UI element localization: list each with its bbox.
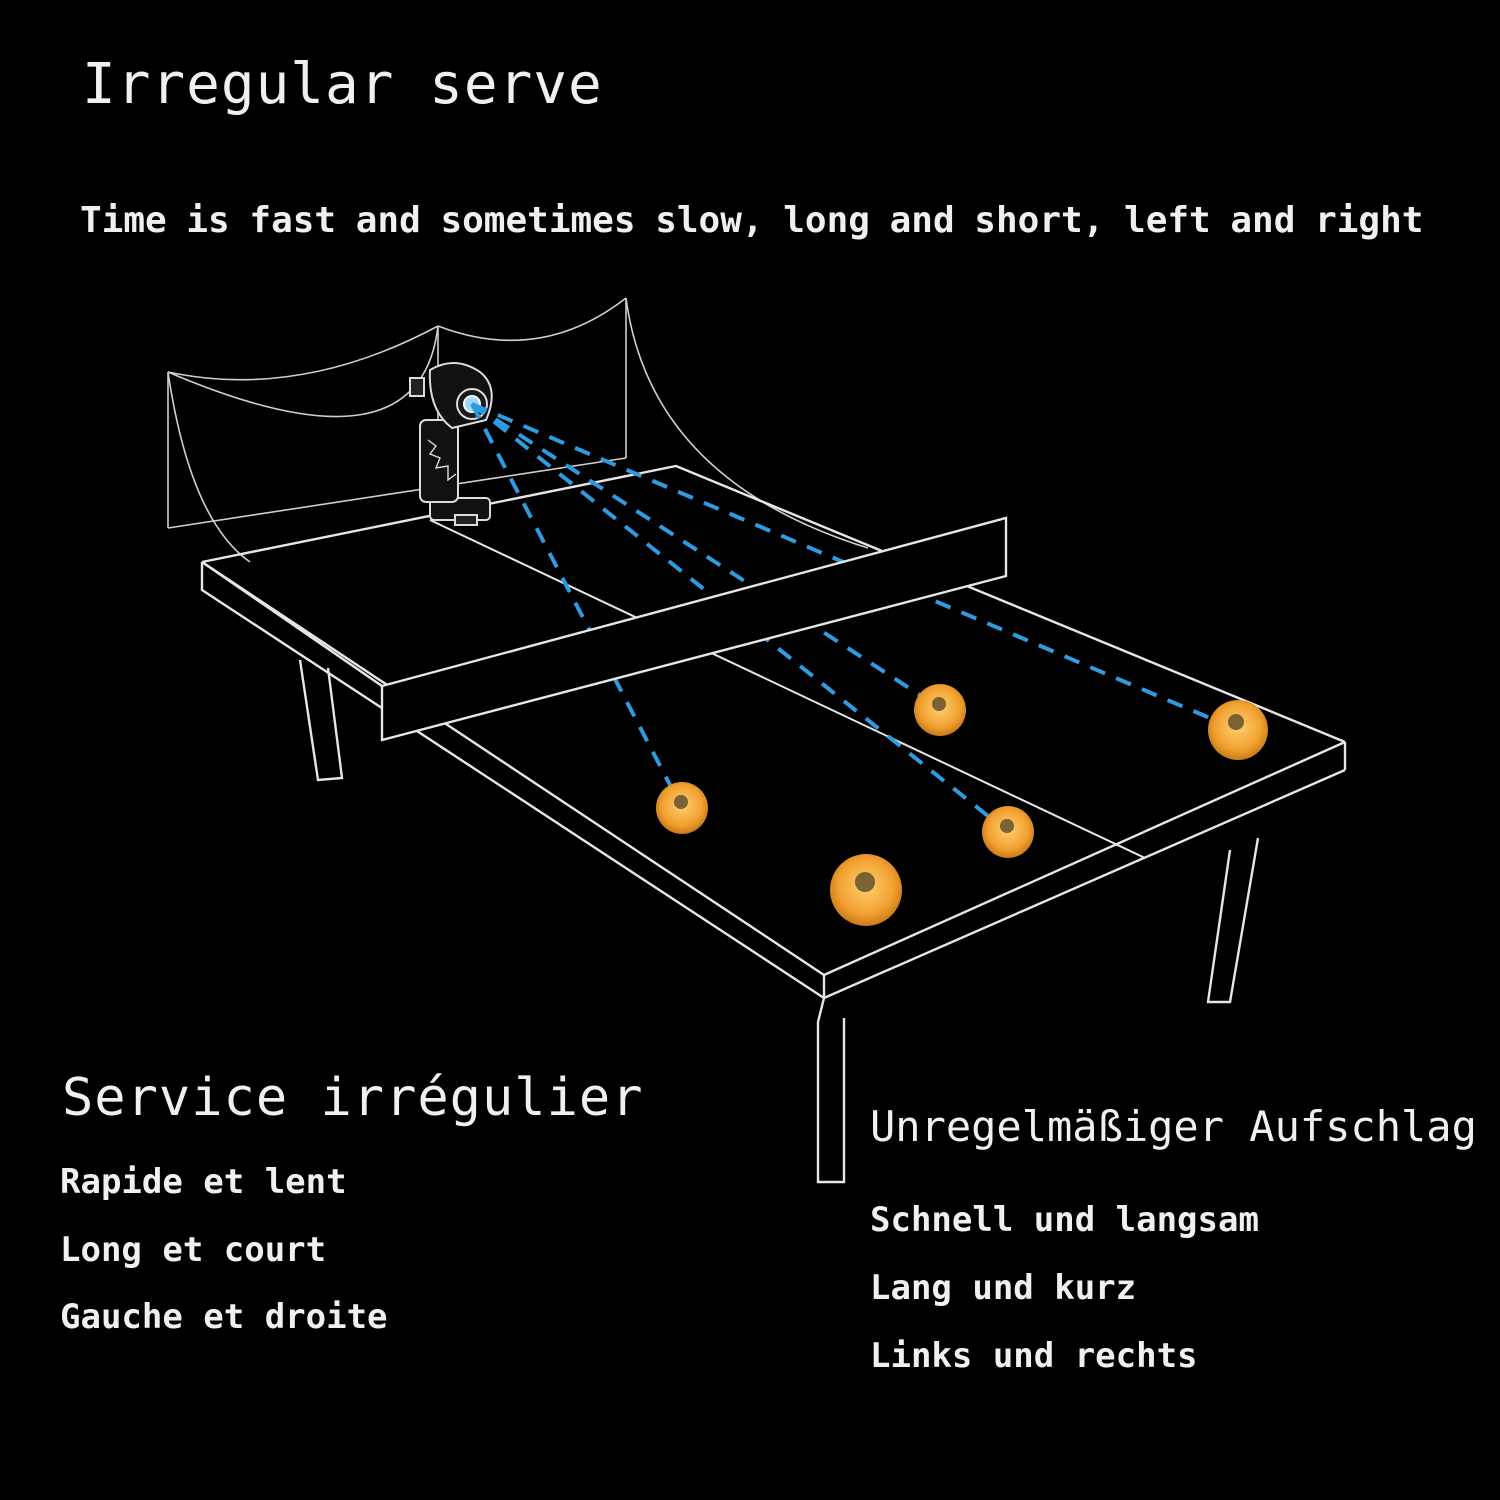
- ping-pong-robot-icon: [409, 362, 493, 526]
- subtitle-english: Time is fast and sometimes slow, long an…: [80, 200, 1424, 241]
- trajectory-line: [470, 402, 942, 710]
- german-line-2: Lang und kurz: [870, 1268, 1137, 1308]
- french-line-2: Long et court: [60, 1230, 327, 1270]
- title-german: Unregelmäßiger Aufschlag: [870, 1102, 1477, 1151]
- german-line-1: Schnell und langsam: [870, 1200, 1259, 1240]
- title-english: Irregular serve: [82, 52, 603, 117]
- ball: [914, 684, 966, 736]
- trajectory-line: [470, 403, 684, 809]
- serve-trajectories: [470, 402, 1239, 834]
- ping-pong-balls: [656, 684, 1268, 926]
- ball: [830, 854, 902, 926]
- ball: [982, 806, 1034, 858]
- table-legs: [298, 659, 1260, 1184]
- table-net: [201, 516, 1008, 742]
- german-line-3: Links und rechts: [870, 1336, 1198, 1376]
- french-line-3: Gauche et droite: [60, 1297, 388, 1337]
- title-french: Service irrégulier: [62, 1068, 644, 1128]
- ball: [656, 782, 708, 834]
- ball: [1208, 700, 1268, 760]
- collection-net: [167, 297, 869, 563]
- table-tennis-table: [200, 464, 1347, 1023]
- french-line-1: Rapide et lent: [60, 1162, 347, 1202]
